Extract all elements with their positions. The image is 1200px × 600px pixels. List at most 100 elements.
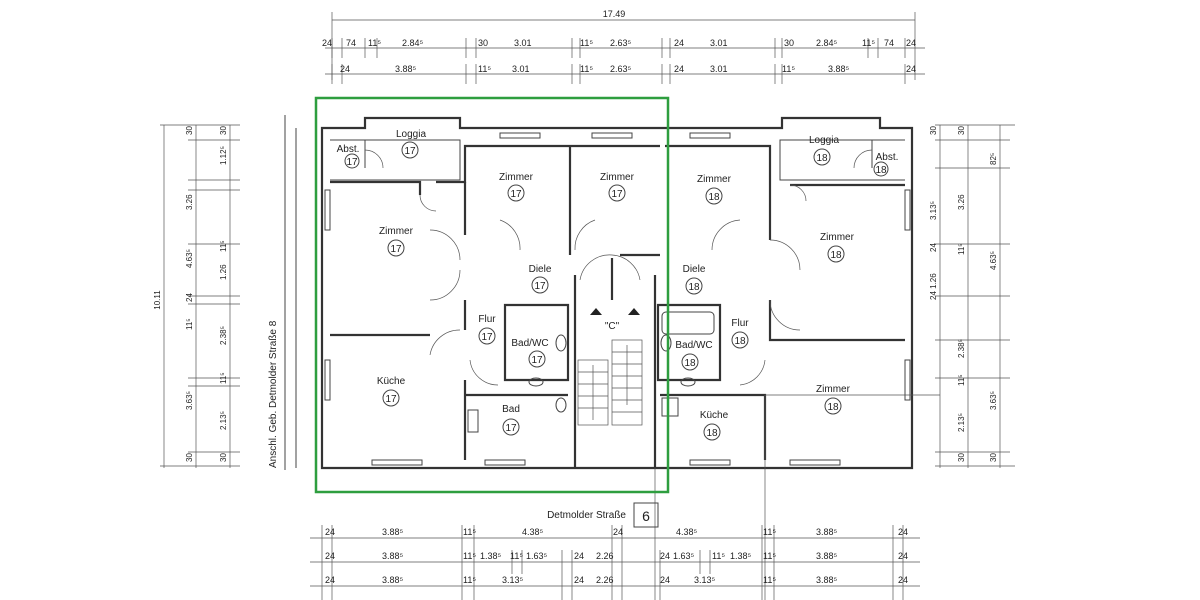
dim-left2-7: 30 <box>219 453 228 462</box>
dim-bottom2-10: 11⁵ <box>712 551 725 561</box>
dim-right1-0: 30 <box>957 126 966 135</box>
house-number: 6 <box>642 508 650 524</box>
dim-bottom3-1: 3.88⁵ <box>382 575 404 585</box>
dim-bottom2-6: 24 <box>574 551 584 561</box>
house-number-box <box>633 502 659 528</box>
room-zimmer-17-c: Zimmer 17 <box>600 172 635 202</box>
dim-top2-4: 11⁵ <box>580 64 593 74</box>
dim-left2-4: 2.38⁵ <box>219 326 228 345</box>
svg-text:18: 18 <box>816 153 828 164</box>
dim-bottom1-3: 4.38⁵ <box>522 527 544 537</box>
dim-bottom3-2: 11⁵ <box>463 575 476 585</box>
dim-left2-2: 11⁵ <box>219 240 228 252</box>
dim-bottom1-7: 3.88⁵ <box>816 527 838 537</box>
svg-text:17: 17 <box>510 189 522 200</box>
svg-text:Loggia: Loggia <box>396 129 426 140</box>
dim-top2-3: 3.01 <box>512 64 530 74</box>
dim-top1-0: 24 <box>322 38 332 48</box>
dim-top2-2: 11⁵ <box>478 64 491 74</box>
dim-top2-8: 11⁵ <box>782 64 795 74</box>
room-kueche-17: Küche 17 <box>377 376 406 407</box>
dim-top2-1: 3.88⁵ <box>395 64 417 74</box>
dim-left2-3: 1.26 <box>219 264 228 280</box>
svg-text:Zimmer: Zimmer <box>600 172 635 183</box>
svg-text:Flur: Flur <box>731 318 749 329</box>
dim-top1-1: 74 <box>346 38 356 48</box>
svg-text:18: 18 <box>706 428 718 439</box>
dim-overall: 17.49 <box>603 9 626 19</box>
svg-text:17: 17 <box>611 189 623 200</box>
dim-left1-5: 3.63⁵ <box>185 391 194 410</box>
svg-text:Küche: Küche <box>700 410 729 421</box>
dim-bottom3-3: 3.13⁵ <box>502 575 524 585</box>
dim-top1-9: 3.01 <box>710 38 728 48</box>
side-note: Anschl. Geb. Detmolder Straße 8 <box>268 320 279 468</box>
dim-right2-5: 11⁵ <box>957 243 966 255</box>
dim-bottom3-8: 11⁵ <box>763 575 776 585</box>
svg-text:Abst.: Abst. <box>337 144 360 155</box>
dim-right2-3: 24 <box>929 243 938 252</box>
dim-bottom1-6: 11⁵ <box>763 527 776 537</box>
dim-bottom3-0: 24 <box>325 575 335 585</box>
svg-text:Flur: Flur <box>478 314 496 325</box>
dim-left2-1: 1.12⁵ <box>219 146 228 165</box>
room-badwc-17: Bad/WC 17 <box>511 338 549 368</box>
svg-text:Abst.: Abst. <box>876 152 899 163</box>
svg-text:Bad/WC: Bad/WC <box>675 340 712 351</box>
dim-left1-2: 4.63⁵ <box>185 249 194 268</box>
dim-bottom3-10: 24 <box>898 575 908 585</box>
dim-bottom1-2: 11⁵ <box>463 527 476 537</box>
dim-bottom2-3: 1.38⁵ <box>480 551 502 561</box>
dim-top1-4: 30 <box>478 38 488 48</box>
dim-top1-14: 24 <box>906 38 916 48</box>
stair-label: "C" <box>605 321 620 332</box>
dim-top1-2: 11⁵ <box>368 38 381 48</box>
dim-top1-5: 3.01 <box>514 38 532 48</box>
dim-right2-0: 30 <box>929 126 938 135</box>
dim-right2-1: 82⁵ <box>989 153 998 165</box>
dim-left1-1: 3.26 <box>185 194 194 210</box>
dim-top1-7: 2.63⁵ <box>610 38 632 48</box>
dim-right2-8: 2.13⁵ <box>957 413 966 432</box>
dim-bottom1-8: 24 <box>898 527 908 537</box>
svg-text:18: 18 <box>684 358 696 369</box>
svg-text:Küche: Küche <box>377 376 406 387</box>
dim-top1-13: 74 <box>884 38 894 48</box>
dim-left1-3: 24 <box>185 293 194 302</box>
svg-text:17: 17 <box>481 332 493 343</box>
dim-top2-7: 3.01 <box>710 64 728 74</box>
top-dimensions: 17.49 24 74 11⁵ 2.84⁵ 30 3.01 11⁵ 2.63⁵ … <box>322 9 925 84</box>
dim-bottom2-9: 1.63⁵ <box>673 551 695 561</box>
dim-top2-5: 2.63⁵ <box>610 64 632 74</box>
svg-text:17: 17 <box>385 394 397 405</box>
svg-text:Bad/WC: Bad/WC <box>511 338 548 349</box>
dim-top1-8: 24 <box>674 38 684 48</box>
svg-text:17: 17 <box>531 355 543 366</box>
dim-right2-7: 11⁵ <box>957 374 966 386</box>
dim-top1-3: 2.84⁵ <box>402 38 424 48</box>
dim-right1-4: 30 <box>989 453 998 462</box>
dim-bottom3-9: 3.88⁵ <box>816 575 838 585</box>
dim-bottom3-4: 24 <box>574 575 584 585</box>
dim-left1-6: 30 <box>185 453 194 462</box>
dim-bottom2-5: 1.63⁵ <box>526 551 548 561</box>
dim-bottom2-14: 24 <box>898 551 908 561</box>
svg-text:18: 18 <box>708 192 720 203</box>
room-kueche-18: Küche 18 <box>700 410 729 441</box>
svg-text:Diele: Diele <box>529 264 552 275</box>
dim-bottom2-0: 24 <box>325 551 335 561</box>
dim-bottom2-4: 11⁵ <box>510 551 523 561</box>
dim-top2-9: 3.88⁵ <box>828 64 850 74</box>
svg-text:18: 18 <box>827 402 839 413</box>
dim-bottom3-6: 24 <box>660 575 670 585</box>
dim-left-total: 10.11 <box>153 290 162 310</box>
dim-left1-4: 11⁵ <box>185 318 194 330</box>
dim-top1-10: 30 <box>784 38 794 48</box>
dim-bottom2-2: 11⁵ <box>463 551 476 561</box>
svg-text:Bad: Bad <box>502 404 520 415</box>
svg-text:Zimmer: Zimmer <box>499 172 534 183</box>
